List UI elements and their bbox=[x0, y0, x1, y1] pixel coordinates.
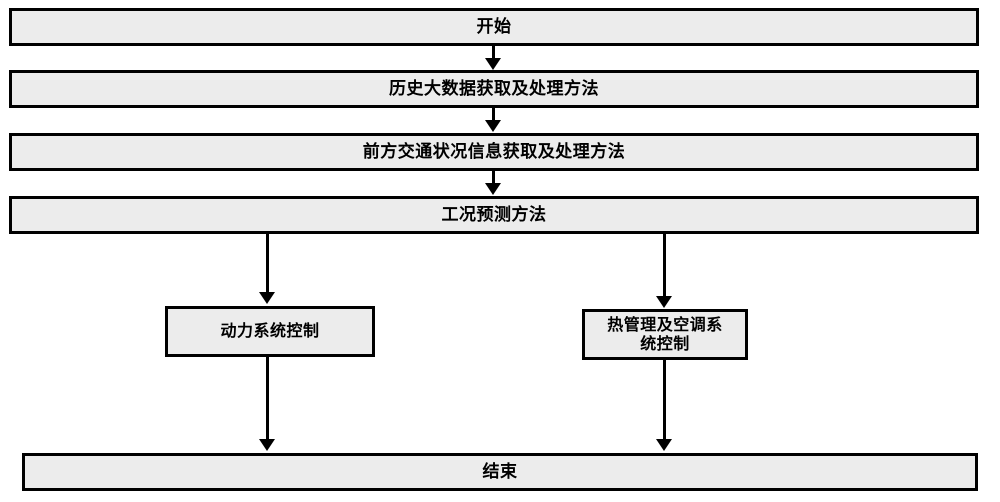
node-end: 结束 bbox=[22, 453, 978, 491]
node-traffic-info: 前方交通状况信息获取及处理方法 bbox=[9, 133, 979, 171]
connector-start-to-history bbox=[492, 46, 495, 64]
node-powertrain-control-label: 动力系统控制 bbox=[220, 321, 320, 341]
node-history-data-label: 历史大数据获取及处理方法 bbox=[389, 78, 599, 99]
connector-traffic-to-predict bbox=[492, 171, 495, 189]
node-history-data: 历史大数据获取及处理方法 bbox=[9, 70, 979, 108]
arrowhead-traffic-to-predict bbox=[485, 183, 501, 195]
connector-predict-to-thermal bbox=[663, 234, 666, 298]
node-powertrain-control: 动力系统控制 bbox=[165, 306, 375, 357]
node-thermal-hvac-control-label: 热管理及空调系 统控制 bbox=[607, 314, 723, 353]
arrowhead-start-to-history bbox=[485, 58, 501, 70]
arrowhead-history-to-traffic bbox=[485, 120, 501, 132]
node-thermal-hvac-control: 热管理及空调系 统控制 bbox=[582, 309, 748, 360]
connector-predict-to-powertrain bbox=[266, 234, 269, 294]
arrowhead-predict-to-thermal bbox=[656, 296, 672, 308]
connector-powertrain-to-end bbox=[266, 357, 269, 441]
connector-thermal-to-end bbox=[663, 360, 666, 441]
arrowhead-thermal-to-end bbox=[656, 439, 672, 451]
connector-history-to-traffic bbox=[492, 108, 495, 126]
node-condition-prediction: 工况预测方法 bbox=[9, 196, 979, 234]
node-traffic-info-label: 前方交通状况信息获取及处理方法 bbox=[362, 141, 626, 162]
node-start: 开始 bbox=[9, 8, 979, 46]
arrowhead-predict-to-powertrain bbox=[259, 292, 275, 304]
node-condition-prediction-label: 工况预测方法 bbox=[441, 204, 547, 225]
arrowhead-powertrain-to-end bbox=[259, 439, 275, 451]
node-start-label: 开始 bbox=[476, 16, 512, 37]
node-end-label: 结束 bbox=[482, 461, 518, 482]
